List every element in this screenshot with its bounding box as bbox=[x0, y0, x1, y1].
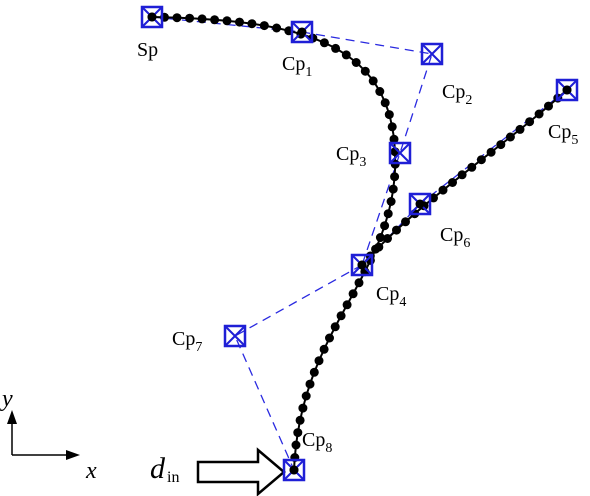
curve-sample-dot bbox=[496, 140, 506, 150]
marker-cp4 bbox=[350, 253, 374, 277]
curve-sample-dot bbox=[401, 217, 410, 227]
x-axis-arrowhead bbox=[66, 450, 80, 460]
curve-sample-dot bbox=[389, 134, 399, 144]
curve-sample-dot bbox=[295, 415, 305, 425]
curve-sample-dot bbox=[360, 66, 370, 76]
marker-cp2 bbox=[420, 42, 444, 66]
curve-sample-dot bbox=[505, 132, 515, 142]
control-point-markers bbox=[140, 5, 579, 482]
curve-sample-dot bbox=[172, 13, 182, 23]
coordinate-axes: y x bbox=[0, 386, 97, 484]
curve-sample-dot bbox=[291, 440, 301, 450]
curve-sample-dot bbox=[476, 155, 486, 165]
marker-cp6 bbox=[408, 192, 432, 216]
curve-sample-dot bbox=[457, 170, 467, 180]
curve-sample-dot bbox=[390, 172, 400, 182]
curve-sp-to-cp8-samples bbox=[147, 12, 400, 475]
control-polygon-lower bbox=[234, 89, 568, 471]
curve-sample-dot bbox=[222, 16, 232, 26]
curve-sample-dot bbox=[342, 300, 352, 310]
curve-sample-dot bbox=[392, 225, 401, 235]
point-labels: Sp Cp1 Cp2 Cp3 Cp4 Cp5 Cp6 Cp7 Cp8 bbox=[137, 39, 578, 456]
curve-sample-dot bbox=[319, 344, 329, 354]
axis-label-y: y bbox=[0, 386, 13, 412]
curve-sample-dot bbox=[448, 178, 457, 187]
marker-cp8 bbox=[282, 458, 306, 482]
curve-sample-dot bbox=[293, 428, 303, 438]
curve-sample-dot bbox=[380, 221, 390, 231]
label-cp8: Cp8 bbox=[302, 429, 332, 456]
control-polygon-upper bbox=[151, 16, 433, 266]
marker-cp7 bbox=[223, 324, 247, 348]
curve-sample-dot bbox=[375, 233, 385, 242]
curve-sample-dot bbox=[354, 278, 364, 288]
curve-sample-dot bbox=[298, 403, 308, 413]
curve-sample-dot bbox=[544, 101, 553, 111]
curve-sample-dot bbox=[325, 333, 334, 343]
label-cp7: Cp7 bbox=[172, 328, 202, 355]
curve-sample-dot bbox=[534, 109, 544, 119]
label-cp4: Cp4 bbox=[376, 283, 406, 310]
marker-cp5 bbox=[555, 78, 579, 102]
curve-sample-dot bbox=[438, 185, 448, 195]
curve-sample-dot bbox=[368, 76, 378, 86]
curve-sample-dot bbox=[348, 289, 358, 299]
curve-sp-to-cp8 bbox=[151, 16, 397, 471]
curve-sample-dot bbox=[185, 13, 195, 23]
curve-sample-dot bbox=[309, 367, 319, 377]
curve-sample-dot bbox=[336, 311, 346, 321]
curve-sample-dot bbox=[330, 322, 340, 332]
y-axis-arrowhead bbox=[7, 410, 17, 424]
curve-sample-dot bbox=[380, 98, 390, 108]
curve-sample-dot bbox=[388, 184, 398, 194]
curve-sample-dot bbox=[383, 234, 392, 243]
curve-sample-dot bbox=[301, 391, 311, 401]
input-arrow-icon bbox=[196, 447, 286, 496]
curve-sample-dot bbox=[387, 122, 397, 132]
curve-sample-dot bbox=[515, 124, 525, 134]
curve-sample-dot bbox=[386, 197, 396, 206]
curve-sample-dot bbox=[383, 209, 393, 219]
curve-sample-dot bbox=[467, 162, 477, 172]
label-sp: Sp bbox=[137, 39, 158, 61]
label-cp6: Cp6 bbox=[440, 224, 470, 251]
curve-sample-dot bbox=[314, 356, 324, 366]
curve-sample-dot bbox=[375, 87, 385, 96]
marker-sp bbox=[140, 5, 164, 29]
control-polygon bbox=[151, 16, 568, 471]
curve-sample-dot bbox=[319, 38, 329, 48]
label-cp3: Cp3 bbox=[336, 143, 366, 170]
marker-cp3 bbox=[388, 141, 412, 165]
label-cp2: Cp2 bbox=[442, 81, 472, 108]
curve-sample-dot bbox=[331, 43, 341, 53]
curve-sample-dot bbox=[197, 14, 207, 24]
curves bbox=[147, 12, 572, 475]
curve-sample-dot bbox=[210, 15, 220, 25]
label-cp5: Cp5 bbox=[548, 121, 578, 148]
curve-sample-dot bbox=[235, 17, 244, 27]
marker-cp1 bbox=[290, 20, 314, 44]
curve-sample-dot bbox=[525, 117, 535, 127]
axis-label-x: x bbox=[85, 458, 97, 484]
curve-sample-dot bbox=[486, 147, 496, 157]
curve-sample-dot bbox=[272, 23, 282, 33]
curve-sample-dot bbox=[341, 50, 351, 60]
curve-sample-dot bbox=[305, 379, 315, 389]
label-cp1: Cp1 bbox=[282, 53, 312, 80]
curve-sample-dot bbox=[351, 58, 361, 67]
curve-sample-dot bbox=[374, 242, 384, 252]
curve-sample-dot bbox=[259, 21, 269, 31]
curve-sample-dot bbox=[247, 19, 257, 29]
curve-sample-dot bbox=[384, 110, 394, 120]
